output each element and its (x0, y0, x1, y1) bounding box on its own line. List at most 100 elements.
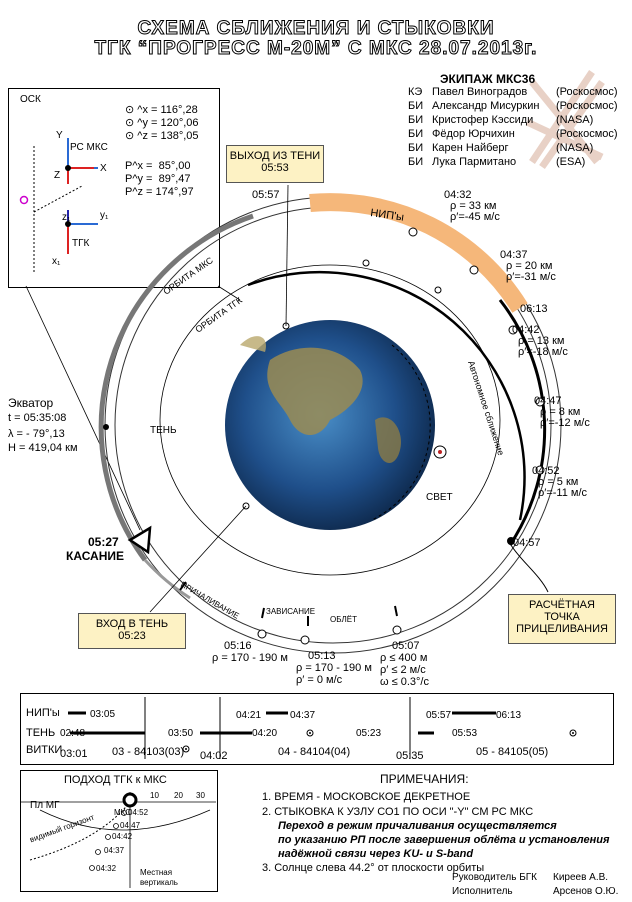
event-l1: ρ = 8 км (540, 406, 581, 418)
callout-exit-shadow: ВЫХОД ИЗ ТЕНИ 05:53 (226, 145, 324, 183)
crew-logo (522, 62, 608, 177)
time-0613: 06:13 (520, 303, 548, 315)
bottom-event-time: 05:13 (308, 650, 336, 662)
crew-name: Павел Виноградов (432, 86, 528, 98)
title-line-1: СХЕМА СБЛИЖЕНИЯ И СТЫКОВКИ (137, 18, 495, 40)
event-time: 04:32 (444, 189, 472, 201)
approach-time-5: 04:32 (96, 864, 117, 873)
event-time: 04:37 (500, 249, 528, 261)
enter-shadow-time: 05:23 (118, 630, 146, 642)
light-label: СВЕТ (426, 492, 453, 503)
event-l1: ρ = 33 км (450, 200, 497, 212)
signature-head-name: Киреев А.В. (553, 872, 609, 883)
orbit-tgk-label: ОРБИТА ТГК (193, 295, 244, 335)
osk-tgk-angle-x: P^x = 85°,00 (125, 160, 191, 172)
osk-axis-z1: z₁ (62, 212, 71, 223)
approach-plane: Пл МГ (30, 800, 60, 811)
osk-tgk-angle-z: P^z = 174°,97 (125, 186, 194, 198)
auto-approach-label: Автономное сближение (466, 360, 506, 457)
aim-point-label: РАСЧЁТНАЯ ТОЧКА ПРИЦЕЛИВАНИЯ (516, 599, 608, 635)
orbit-time-2: 04:02 (200, 750, 228, 762)
sun-marker (433, 445, 447, 459)
crew-name: Кристофер Кэссиди (432, 114, 534, 126)
timeline-graphic (68, 697, 577, 759)
event-l2: ρ′=-18 м/с (518, 346, 568, 358)
event-time: 04:42 (512, 324, 540, 336)
signature-exec-name: Арсенов О.Ю. (553, 886, 619, 897)
approach-vertical-1: Местная (140, 868, 173, 877)
orbit-number-1: 03 - 84103(03) (112, 746, 185, 758)
note-2b: по указанию РП после завершения облёта и… (278, 834, 610, 846)
nip-time-1: 03:05 (90, 709, 116, 720)
orbit-tgk (247, 270, 526, 521)
note-1: 1. ВРЕМЯ - МОСКОВСКОЕ ДЕКРЕТНОЕ (262, 791, 471, 803)
osk-tgk-angle-y: P^y = 89°,47 (125, 173, 191, 185)
shadow-time-2: 03:50 (168, 728, 194, 739)
crew-agency: (Роскосмос) (556, 86, 618, 98)
event-l1: ρ = 20 км (506, 260, 553, 272)
approach-graphic (20, 792, 216, 888)
orbit-time-3: 05:35 (396, 750, 424, 762)
bottom-event-time: 05:16 (224, 640, 252, 652)
event-time: 04:52 (532, 465, 560, 477)
title-line-2: ТГК “ПРОГРЕСС М-20М” С МКС 28.07.2013г. (94, 38, 538, 60)
bottom-event-time: 05:07 (392, 640, 420, 652)
equator-lambda: λ = - 79°,13 (8, 428, 65, 440)
event-l1: ρ = 13 км (518, 335, 565, 347)
nip-time-5: 06:13 (496, 710, 522, 721)
crew-agency: (Роскосмос) (556, 100, 618, 112)
osk-axis-z: Z (54, 170, 61, 181)
approach-time-1: 04:52 (128, 808, 149, 817)
callout-enter-shadow: ВХОД В ТЕНЬ 05:23 (78, 613, 186, 649)
shadow-time-5: 05:53 (452, 728, 478, 739)
note-3: 3. Солнце слева 44.2° от плоскости орбит… (262, 862, 485, 874)
osk-axis-x1: x₁ (52, 256, 61, 267)
note-2: 2. СТЫКОВКА К УЗЛУ СО1 ПО ОСИ "-Y" СМ РС… (262, 806, 534, 818)
equator-time: t = 05:35:08 (8, 412, 67, 424)
crew-name: Карен Найберг (432, 142, 509, 154)
osk-tgk-label: ТГК (72, 238, 90, 249)
nip-band-label: НИП'ы (370, 207, 405, 224)
docking-marker (127, 525, 152, 555)
osk-axis-y1: y₁ (100, 210, 109, 221)
orbit-diagram: ОРБИТА МКС ОРБИТА ТГК НИП'ы Автономное с… (25, 184, 562, 654)
docking-label: КАСАНИЕ (66, 549, 124, 563)
note-2c: надёжной связи через KU- и S-band (278, 848, 474, 860)
flyaround-label: ОБЛЁТ (330, 615, 357, 624)
bottom-event-l2: ρ′ = 0 м/с (296, 674, 343, 686)
bottom-event-l1: ρ ≤ 400 м (380, 652, 428, 664)
timeline-panel (20, 693, 614, 765)
crew-member: БИ Александр Мисуркин (Роскосмос) (408, 100, 618, 112)
equator-label: Экватор (8, 396, 54, 410)
docking-time: 05:27 (88, 535, 119, 549)
enter-shadow-label: ВХОД В ТЕНЬ (95, 618, 169, 630)
osk-axes (19, 138, 98, 272)
time-0557: 05:57 (252, 189, 280, 201)
crew-role: БИ (408, 156, 424, 168)
shadow-time-1: 02:48 (60, 728, 86, 739)
crew-role: БИ (408, 100, 424, 112)
event-l2: ρ′=-12 м/с (540, 417, 590, 429)
crew-name: Лука Пармитано (432, 156, 517, 168)
crew-name: Фёдор Юрчихин (432, 128, 515, 140)
event-0457: 04:57 (513, 538, 541, 549)
osk-mks-angle-z: ⊙ ^z = 138°,05 (125, 130, 199, 142)
berthing-label: ПРИЧАЛИВАНИЕ (179, 580, 241, 621)
equator-height: H = 419,04 км (8, 442, 78, 454)
crew-agency: (NASA) (556, 114, 594, 126)
signature-exec-role: Исполнитель (452, 886, 513, 897)
crew-name: Александр Мисуркин (432, 100, 540, 112)
approach-time-2: 04:47 (120, 821, 141, 830)
crew-title: ЭКИПАЖ МКС36 (440, 72, 536, 86)
approach-scale-2: 20 (174, 791, 183, 800)
orbit-mks-label: ОРБИТА МКС (161, 255, 215, 297)
osk-mks-angle-x: ⊙ ^x = 116°,28 (125, 104, 198, 116)
orbit-number-3: 05 - 84105(05) (476, 746, 549, 758)
